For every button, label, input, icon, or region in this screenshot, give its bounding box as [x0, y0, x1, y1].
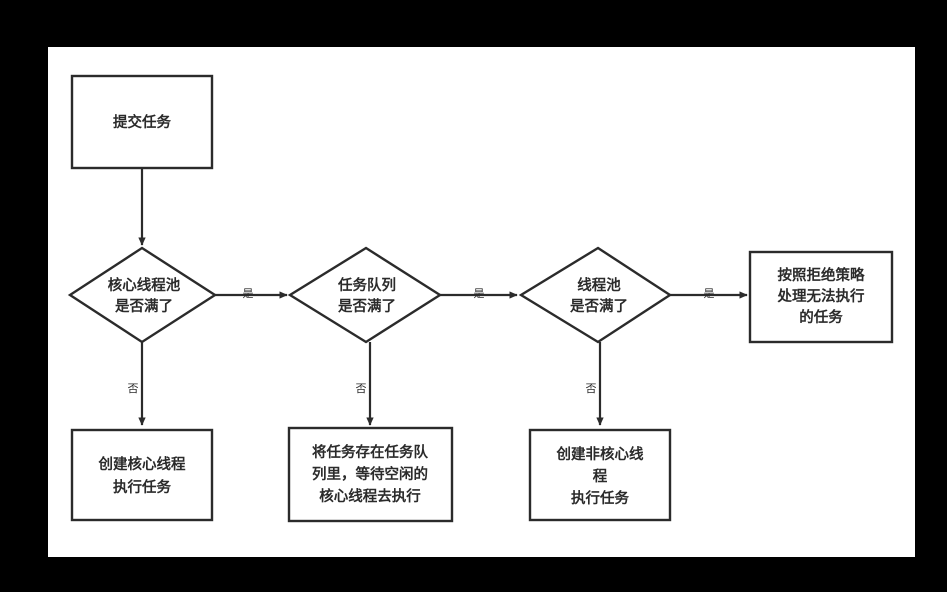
node-submit-task-line-0: 提交任务 [113, 113, 171, 131]
edge-label-no-3: 否 [586, 382, 597, 395]
node-core-pool-full[interactable]: 核心线程池 是否满了 [67, 246, 218, 344]
node-create-noncore-thread-line-0: 创建非核心线 [556, 445, 644, 463]
node-create-noncore-thread-line-1: 程 [593, 468, 608, 485]
node-submit-task-shape[interactable] [70, 74, 214, 170]
node-create-noncore-thread[interactable]: 创建非核心线 程 执行任务 [528, 428, 672, 522]
node-submit-task[interactable]: 提交任务 [70, 74, 214, 170]
node-create-core-thread-line-1: 执行任务 [113, 478, 171, 496]
node-pool-full-line-1: 是否满了 [569, 297, 628, 315]
node-pool-full-line-0: 线程池 [577, 276, 621, 294]
connectors [138, 168, 748, 426]
node-create-noncore-thread-line-2: 执行任务 [571, 489, 629, 507]
node-store-in-queue-line-1: 列里，等待空闲的 [312, 465, 428, 483]
node-reject-policy-line-1: 处理无法执行 [777, 287, 865, 305]
node-store-in-queue-line-0: 将任务存在任务队 [312, 443, 428, 461]
node-create-core-thread-shape[interactable] [70, 428, 214, 522]
node-core-pool-full-line-0: 核心线程池 [108, 276, 181, 294]
node-reject-policy-shape[interactable] [748, 250, 894, 344]
node-pool-full[interactable]: 线程池 是否满了 [518, 246, 673, 344]
edge-label-yes-2: 是 [474, 287, 485, 300]
node-create-noncore-thread-shape[interactable] [528, 428, 672, 522]
node-queue-full-shape[interactable] [287, 246, 443, 344]
edge-label-yes-3: 是 [704, 287, 715, 300]
node-pool-full-shape[interactable] [518, 246, 673, 344]
node-core-pool-full-shape[interactable] [67, 246, 218, 344]
edge-label-no-2: 否 [356, 382, 367, 395]
node-queue-full[interactable]: 任务队列 是否满了 [287, 246, 443, 344]
node-create-core-thread[interactable]: 创建核心线程 执行任务 [70, 428, 214, 522]
node-reject-policy-line-2: 的任务 [799, 308, 843, 326]
edge-label-no-1: 否 [128, 382, 139, 395]
edge-label-yes-1: 是 [243, 287, 254, 300]
node-store-in-queue-shape[interactable] [287, 426, 454, 523]
node-queue-full-line-1: 是否满了 [337, 297, 396, 315]
node-store-in-queue-line-2: 核心线程去执行 [319, 487, 421, 505]
node-reject-policy[interactable]: 按照拒绝策略 处理无法执行 的任务 [748, 250, 894, 344]
node-reject-policy-line-0: 按照拒绝策略 [778, 266, 865, 284]
node-store-in-queue[interactable]: 将任务存在任务队 列里，等待空闲的 核心线程去执行 [287, 426, 454, 523]
edge-labels: 是 否 是 否 是 否 [128, 287, 715, 395]
node-core-pool-full-line-1: 是否满了 [114, 297, 173, 315]
node-queue-full-line-0: 任务队列 [337, 276, 396, 294]
node-create-core-thread-line-0: 创建核心线程 [98, 455, 186, 473]
